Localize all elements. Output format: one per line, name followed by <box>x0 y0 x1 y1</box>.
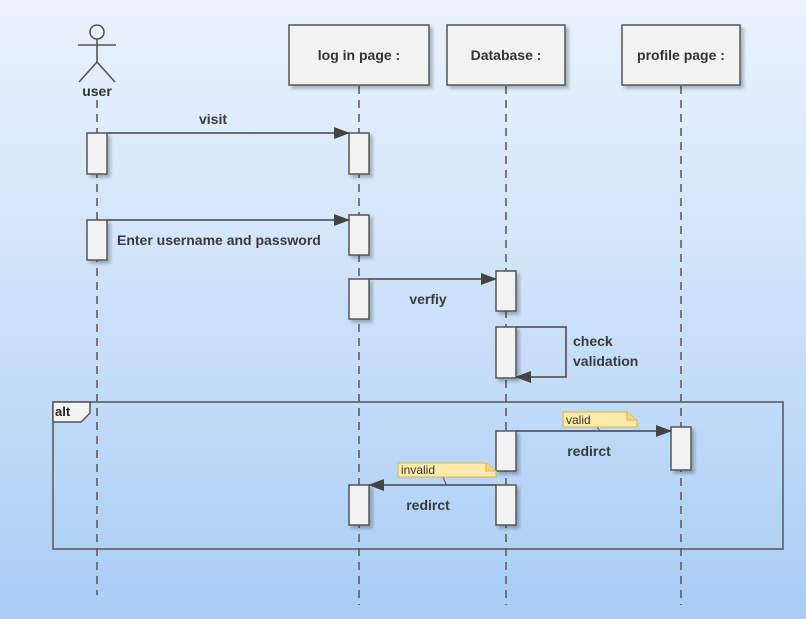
note-invalid-text: invalid <box>401 463 435 477</box>
activation-bar[interactable] <box>86 132 108 175</box>
message-redirect-valid-label: redirct <box>567 443 611 459</box>
lifeline-title: log in page : <box>318 47 400 63</box>
activation-bar[interactable] <box>348 214 370 256</box>
message-enter-credentials-label: Enter username and password <box>117 232 321 248</box>
lifeline-title: profile page : <box>637 47 725 63</box>
note-invalid[interactable]: invalid <box>397 462 497 485</box>
activation-bar[interactable] <box>495 326 517 379</box>
activation-bar[interactable] <box>348 132 370 175</box>
lifeline-header-database[interactable]: Database : <box>446 24 566 86</box>
message-visit-label: visit <box>199 111 227 127</box>
message-check-validation-arrow[interactable] <box>515 326 567 383</box>
message-verify-label: verfiy <box>409 291 447 307</box>
activation-bar[interactable] <box>86 219 108 261</box>
alt-operator-label: alt <box>55 404 71 419</box>
lifeline-header-login-page[interactable]: log in page : <box>288 24 430 86</box>
lifeline-header-profile-page[interactable]: profile page : <box>621 24 741 86</box>
note-valid[interactable]: valid <box>562 411 638 432</box>
message-redirect-invalid-label: redirct <box>406 497 450 513</box>
activation-bar[interactable] <box>495 484 517 526</box>
user-actor-icon[interactable] <box>78 24 116 83</box>
alt-fragment-tag <box>52 401 91 423</box>
activation-bar[interactable] <box>348 278 370 320</box>
alt-fragment-frame[interactable] <box>52 401 784 550</box>
activation-bar[interactable] <box>670 426 692 471</box>
activation-bar[interactable] <box>495 270 517 312</box>
actor-label: user <box>82 83 112 99</box>
message-check-validation-label-line2: validation <box>573 353 638 369</box>
activation-bar[interactable] <box>348 484 370 526</box>
lifeline-title: Database : <box>471 47 542 63</box>
message-check-validation-label-line1: check <box>573 333 613 349</box>
note-valid-text: valid <box>566 413 591 427</box>
activation-bar[interactable] <box>495 430 517 472</box>
